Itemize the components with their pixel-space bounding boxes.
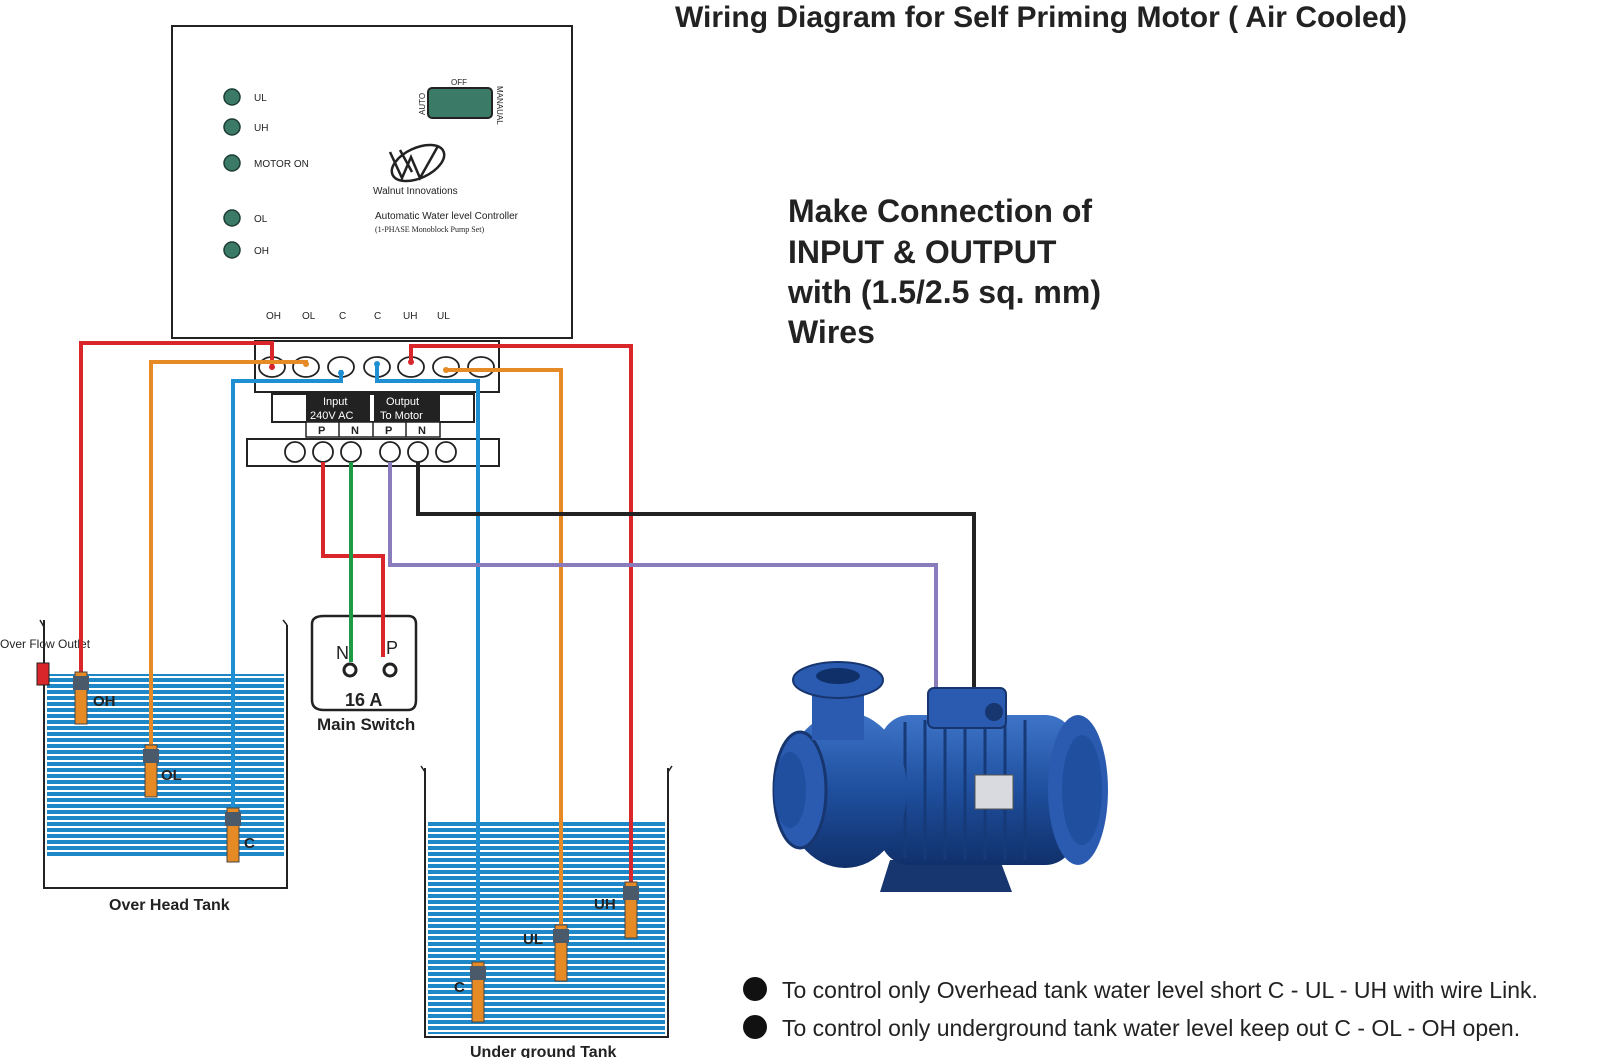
note-2: To control only underground tank water l… (782, 1015, 1520, 1041)
brand-logo (388, 143, 446, 183)
brand-name: Walnut Innovations (373, 186, 458, 197)
switch-n-label: N (336, 643, 349, 663)
instruction-line-3: with (1.5/2.5 sq. mm) (787, 274, 1101, 310)
connection-instructions: Make Connection of INPUT & OUTPUT with (… (787, 193, 1101, 350)
product-name: Automatic Water level Controller (375, 211, 519, 222)
instruction-line-2: INPUT & OUTPUT (788, 234, 1057, 270)
main-switch: N P 16 A (310, 614, 418, 712)
led-label-oh: OH (254, 246, 269, 257)
switch-p-label: P (386, 638, 398, 658)
led-label-ol: OL (254, 214, 268, 225)
main-switch-label: Main Switch (317, 715, 415, 734)
led-label-ul: UL (254, 93, 267, 104)
product-subtitle: (1-PHASE Monoblock Pump Set) (375, 225, 484, 234)
power-terminal-block: Input 240V AC Output To Motor P N P N (246, 393, 500, 467)
overhead-tank-label: Over Head Tank (109, 897, 230, 914)
sensor-label-ol: OL (161, 767, 182, 784)
sensor-c-overhead: C (225, 807, 255, 863)
diagram-title: Wiring Diagram for Self Priming Motor ( … (675, 1, 1407, 34)
sensor-label-oh: OH (93, 693, 116, 710)
note-bullet-1 (743, 977, 767, 1001)
switch-label-off: OFF (451, 78, 467, 87)
sensor-ol: OL (143, 744, 182, 798)
wire-c-underground (375, 364, 480, 962)
wire-oh (79, 341, 274, 672)
instruction-line-1: Make Connection of (788, 193, 1092, 229)
wire-uh (409, 344, 633, 882)
switch-p-socket (382, 662, 398, 678)
wire-output-n (416, 462, 976, 700)
controller-panel: UL UH MOTOR ON OL OH OFF AUTO MANAUAL Wa… (171, 25, 573, 339)
output-label-1: Output (386, 396, 419, 408)
switch-label-manual: MANAUAL (495, 86, 504, 125)
pump-motor-image (772, 661, 1108, 892)
led-motor-on (223, 154, 241, 172)
instruction-line-4: Wires (788, 314, 875, 350)
switch-rating: 16 A (345, 690, 382, 710)
terminal-label-c2: C (374, 311, 381, 322)
input-label-1: Input (323, 396, 347, 408)
led-label-uh: UH (254, 123, 268, 134)
overflow-outlet-label: Over Flow Outlet (0, 637, 91, 651)
overflow-outlet-icon (36, 662, 50, 686)
notes: To control only Overhead tank water leve… (743, 977, 1538, 1041)
output-label-2: To Motor (380, 410, 423, 422)
note-1: To control only Overhead tank water leve… (782, 977, 1538, 1003)
led-ul (223, 88, 241, 106)
mode-switch (427, 87, 493, 119)
terminal-label-c1: C (339, 311, 346, 322)
terminal-label-ol: OL (302, 311, 316, 322)
pin-label-input-p: P (318, 425, 325, 437)
terminal-label-uh: UH (403, 311, 417, 322)
sensor-label-ul: UL (523, 931, 543, 948)
note-bullet-2 (743, 1015, 767, 1039)
switch-n-socket (342, 662, 358, 678)
sensor-label-c-overhead: C (244, 835, 255, 852)
led-ol (223, 209, 241, 227)
wire-ul (446, 368, 563, 925)
switch-label-auto: AUTO (418, 93, 427, 115)
pin-label-output-p: P (385, 425, 392, 437)
underground-tank-label: Under ground Tank (470, 1044, 616, 1058)
sensor-c-underground: C (454, 961, 486, 1023)
wire-output-p (388, 462, 938, 700)
terminal-label-ul: UL (437, 311, 450, 322)
pin-label-input-n: N (351, 425, 359, 437)
sensor-uh: UH (594, 881, 639, 939)
sensor-ul: UL (523, 924, 569, 982)
sensor-oh: OH (73, 671, 116, 725)
sensor-label-c-underground: C (454, 979, 465, 996)
led-oh (223, 241, 241, 259)
sensor-label-uh: UH (594, 896, 616, 913)
led-uh (223, 118, 241, 136)
wires (79, 341, 976, 962)
terminal-label-oh: OH (266, 311, 281, 322)
led-label-motor-on: MOTOR ON (254, 159, 309, 170)
pin-label-output-n: N (418, 425, 426, 437)
input-label-2: 240V AC (310, 410, 353, 422)
